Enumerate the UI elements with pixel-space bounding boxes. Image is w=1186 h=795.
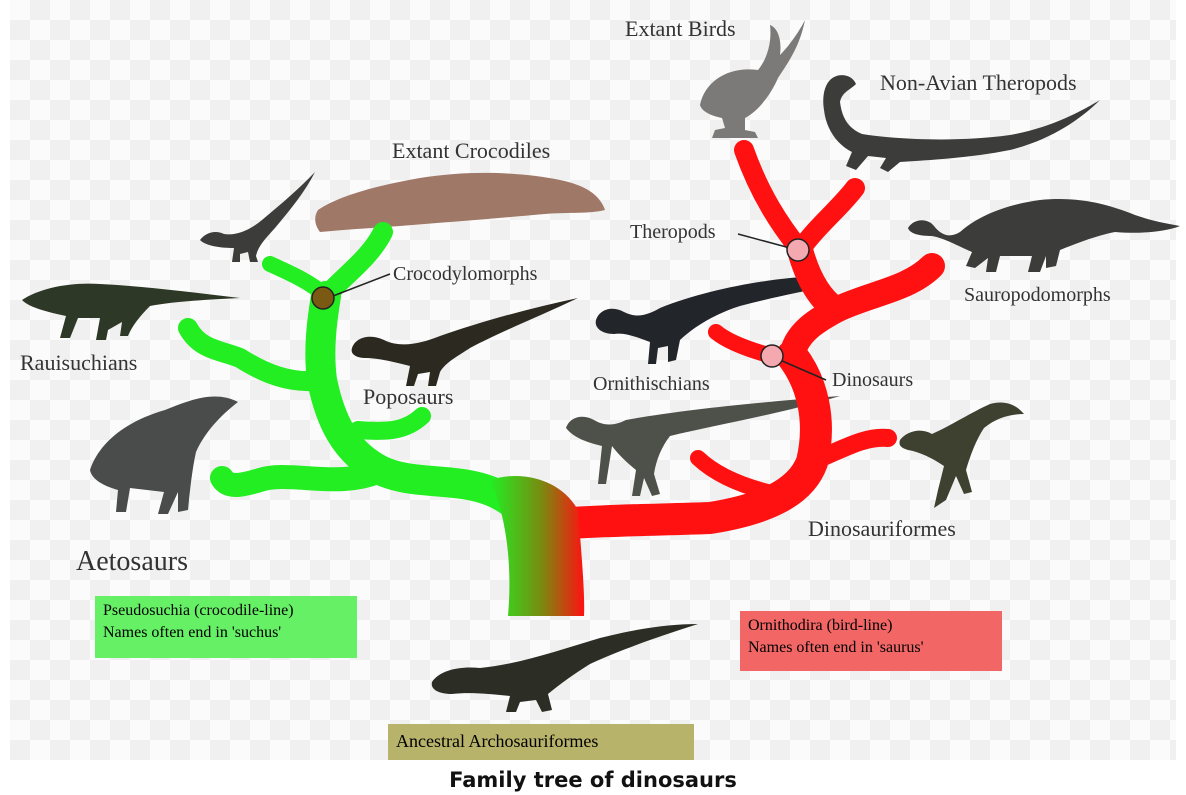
dinosaurs-label: Dinosaurs [832,370,913,390]
crocodile-silhouette [315,173,605,232]
extant-crocodiles-label: Extant Crocodiles [392,140,550,162]
poposaur-silhouette [352,298,578,386]
ancestral-archosauriform-silhouette [432,624,698,712]
crocodylomorphs-label: Crocodylomorphs [393,264,537,284]
sauropodomorphs-label: Sauropodomorphs [964,285,1111,305]
pseudosuchia-legend-box: Pseudosuchia (crocodile-line) Names ofte… [95,596,357,658]
ancestral-archosauriformes-box: Ancestral Archosauriformes [388,724,694,760]
theropods-node [787,239,809,261]
non-avian-theropods-label: Non-Avian Theropods [880,72,1077,94]
ornithodira-legend-line-2: Names often end in 'saurus' [748,637,994,659]
extant-birds-branch [744,150,800,250]
rauisuchians-label: Rauisuchians [20,352,137,374]
ancestral-trunk [490,476,584,616]
figure-caption: Family tree of dinosaurs [0,768,1186,792]
aetosaurs-label: Aetosaurs [76,548,188,576]
pseudosuchia-legend-line-2: Names often end in 'suchus' [103,622,349,644]
rauisuchian-silhouette [22,284,240,340]
poposaur-branch [358,416,422,431]
ornithodira-legend-line-1: Ornithodira (bird-line) [748,615,994,637]
small-pseudosuchian-silhouette [200,172,315,262]
dinosauriformes-label: Dinosauriformes [808,518,956,540]
aetosaur-silhouette [90,397,238,514]
dinosauriform-side-branch [698,458,776,494]
crocodylomorphs-node [312,287,334,309]
dinosaurs-node [761,345,783,367]
ornithodira-legend-box: Ornithodira (bird-line) Names often end … [740,611,1002,671]
sauropodomorph-silhouette [908,199,1180,272]
ornithischians-label: Ornithischians [593,374,710,394]
rauisuchian-branch [188,328,322,381]
theropods-label: Theropods [630,222,716,242]
lagerpetid-silhouette [899,402,1024,508]
poposaurs-label: Poposaurs [363,386,453,408]
non-avian-theropods-branch [800,188,855,250]
pseudosuchia-legend-line-1: Pseudosuchia (crocodile-line) [103,600,349,622]
crocodylomorph-branch [326,232,383,296]
extant-birds-label: Extant Birds [625,18,736,40]
aetosaur-branch [222,470,382,485]
